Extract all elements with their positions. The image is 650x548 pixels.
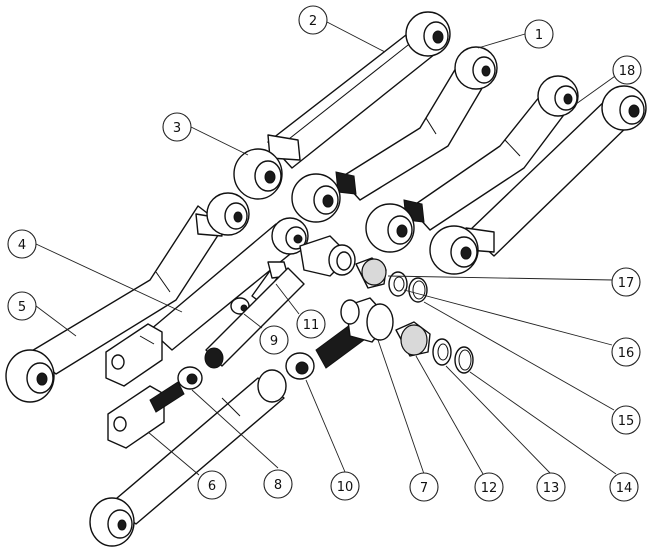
leader-2	[326, 21, 386, 53]
leader-1	[477, 33, 526, 49]
part-right-straight-arm	[429, 85, 647, 275]
leader-7	[377, 339, 425, 475]
callout-7: 7	[409, 472, 439, 502]
svg-text:1: 1	[535, 28, 543, 43]
svg-text:9: 9	[270, 334, 278, 349]
callout-17: 17	[611, 267, 641, 297]
part-4-arm-with-clevis	[105, 217, 309, 387]
part-8-nut	[177, 366, 203, 390]
leader-12	[415, 355, 484, 475]
callout-12: 12	[474, 472, 504, 502]
svg-text:7: 7	[420, 481, 428, 496]
callout-11: 11	[296, 309, 326, 339]
part-5-lower-arm	[5, 192, 250, 403]
svg-text:6: 6	[208, 479, 216, 494]
svg-text:5: 5	[18, 300, 26, 315]
leader-5	[35, 305, 77, 337]
callout-1: 1	[524, 19, 554, 49]
leader-14	[469, 371, 617, 475]
svg-text:15: 15	[618, 414, 635, 429]
callout-10: 10	[330, 471, 360, 501]
part-16-washer	[388, 271, 408, 297]
part-14-snap-ring	[454, 346, 474, 374]
part-bottom-long-arm	[89, 369, 287, 547]
part-sleeve-tube	[204, 267, 305, 369]
part-18-control-arm	[365, 75, 579, 253]
callout-3: 3	[162, 112, 192, 142]
leader-18	[575, 73, 619, 105]
callout-8: 8	[263, 469, 293, 499]
callout-9: 9	[259, 325, 289, 355]
leader-17	[387, 275, 614, 281]
part-15-snap-ring	[408, 277, 428, 303]
part-7-threaded-joint	[315, 297, 394, 369]
leader-11	[275, 283, 300, 315]
callout-16: 16	[611, 337, 641, 367]
leader-10	[305, 379, 346, 473]
leader-15	[423, 301, 615, 411]
leader-9	[243, 313, 263, 329]
callout-6: 6	[197, 470, 227, 500]
svg-text:13: 13	[543, 481, 560, 496]
leader-4	[35, 243, 183, 313]
svg-text:11: 11	[303, 318, 320, 333]
svg-text:12: 12	[481, 481, 498, 496]
leader-8	[191, 389, 279, 469]
svg-text:18: 18	[619, 64, 636, 79]
svg-text:3: 3	[173, 121, 181, 136]
callout-4: 4	[7, 229, 37, 259]
svg-text:10: 10	[337, 480, 354, 495]
part-17-bushing	[355, 257, 387, 289]
part-10-nut	[285, 352, 315, 380]
svg-text:16: 16	[618, 346, 635, 361]
part-13-washer	[432, 338, 452, 366]
part-joint-body	[299, 235, 356, 277]
callout-18: 18	[612, 55, 642, 85]
part-6-clevis	[107, 381, 185, 449]
callout-15: 15	[611, 405, 641, 435]
part-2-control-arm	[233, 11, 451, 200]
part-12-bushing	[395, 321, 431, 357]
callout-2: 2	[298, 5, 328, 35]
part-1-control-arm	[291, 46, 498, 223]
svg-text:14: 14	[616, 481, 633, 496]
callout-13: 13	[536, 472, 566, 502]
leader-3	[190, 126, 249, 156]
leader-16	[403, 289, 613, 346]
leader-6	[147, 431, 200, 476]
svg-text:17: 17	[618, 276, 635, 291]
leader-lines	[35, 21, 619, 476]
part-9-nut	[230, 297, 250, 315]
svg-text:8: 8	[274, 478, 282, 493]
callout-5: 5	[7, 291, 37, 321]
svg-text:4: 4	[18, 238, 26, 253]
svg-text:2: 2	[309, 14, 317, 29]
leader-13	[445, 365, 552, 475]
callout-14: 14	[609, 472, 639, 502]
